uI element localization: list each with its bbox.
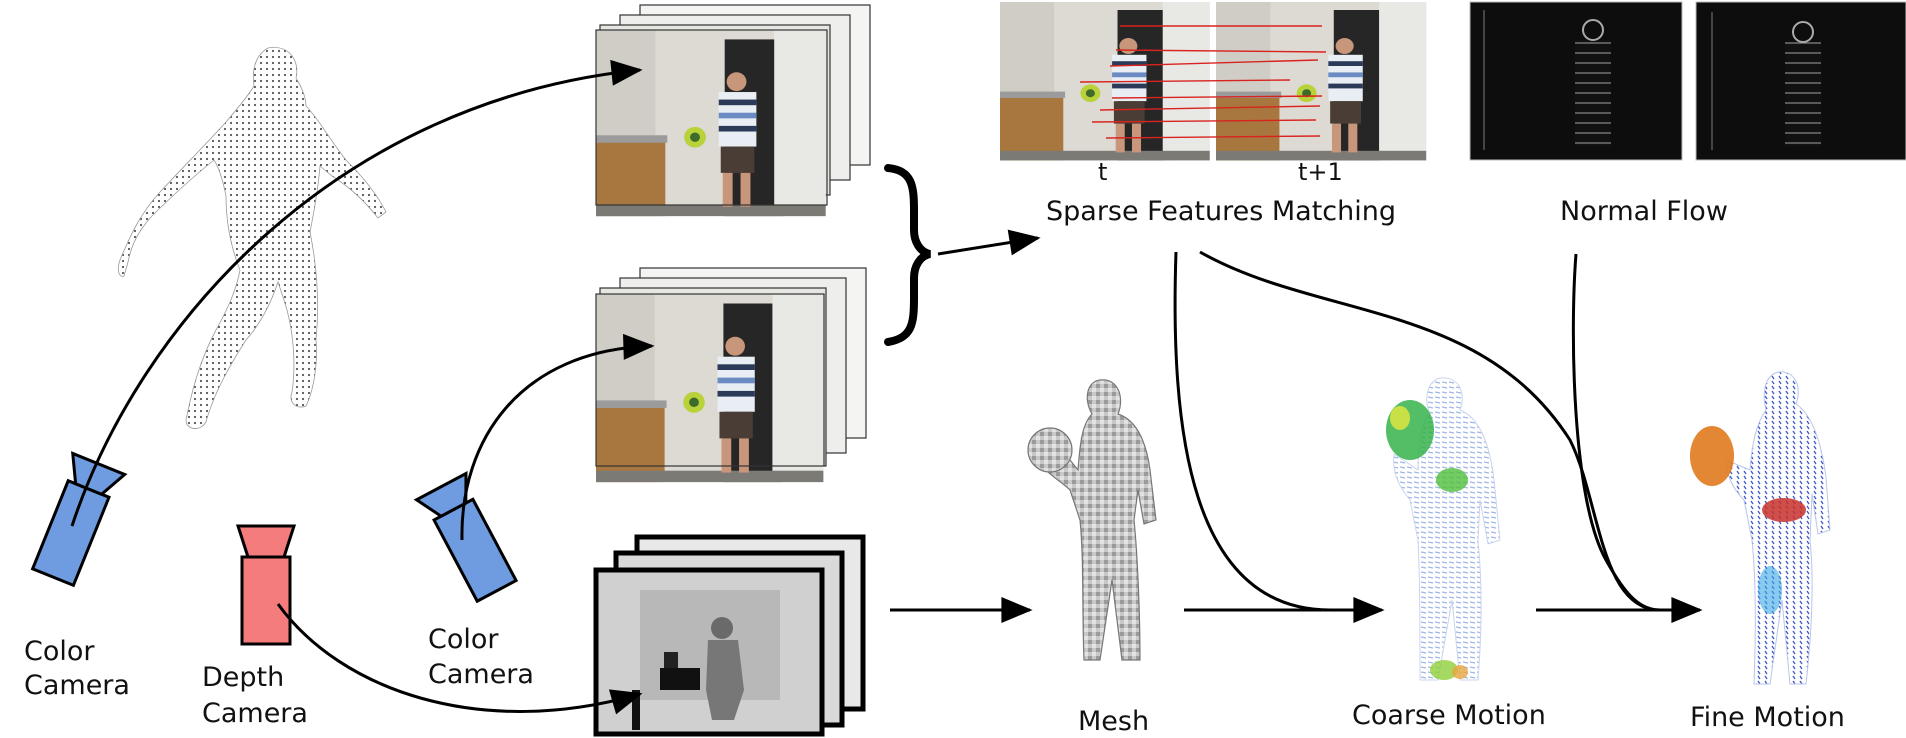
- arrow-left-camera-to-color: [70, 59, 643, 527]
- connector-arrows: [70, 59, 1703, 715]
- depth-camera: [235, 524, 297, 646]
- color-camera-icon: [413, 471, 468, 518]
- color-frame-stack-top: [595, 4, 871, 217]
- color-frame-stack-bottom: [595, 267, 867, 483]
- depth-camera-label-2: Camera: [202, 698, 308, 729]
- frame-t-label: t: [1098, 158, 1107, 186]
- color-camera-icon: [71, 451, 128, 496]
- coarse-motion-figure: [1386, 377, 1501, 681]
- grouping-brace: [884, 164, 932, 346]
- coarse-motion-label: Coarse Motion: [1352, 700, 1546, 731]
- fine-motion-figure: [1690, 371, 1831, 685]
- arrow-normal-flow-to-fine: [1571, 253, 1661, 612]
- normal-flow-images: [1469, 1, 1906, 161]
- color-camera-left-label-1: Color: [24, 636, 95, 667]
- fine-motion-label: Fine Motion: [1690, 702, 1845, 733]
- color-camera-right-label-2: Camera: [428, 659, 534, 690]
- color-camera-right: [413, 471, 519, 604]
- normal-flow-label: Normal Flow: [1560, 196, 1728, 227]
- mesh-label: Mesh: [1078, 706, 1149, 737]
- mesh-figure: [1027, 379, 1157, 661]
- match-lines: [1079, 25, 1327, 139]
- arrow-sparse-to-coarse: [1173, 251, 1331, 612]
- arrow-depth-camera-to-depth: [276, 603, 643, 715]
- arrow-color-to-sparse: [937, 229, 1041, 256]
- color-camera-left-label-2: Camera: [24, 670, 130, 701]
- point-cloud-figure: [117, 47, 387, 429]
- sparse-matching-label: Sparse Features Matching: [1046, 196, 1396, 227]
- depth-camera-icon: [235, 524, 297, 559]
- frame-t1-label: t+1: [1298, 158, 1343, 186]
- color-camera-right-label-1: Color: [428, 624, 499, 655]
- depth-frame-stack: [593, 534, 866, 737]
- arrow-right-camera-to-color: [460, 333, 655, 541]
- color-camera-left: [30, 451, 128, 588]
- depth-camera-label-1: Depth: [202, 662, 284, 693]
- sparse-match-frames: [1000, 2, 1427, 161]
